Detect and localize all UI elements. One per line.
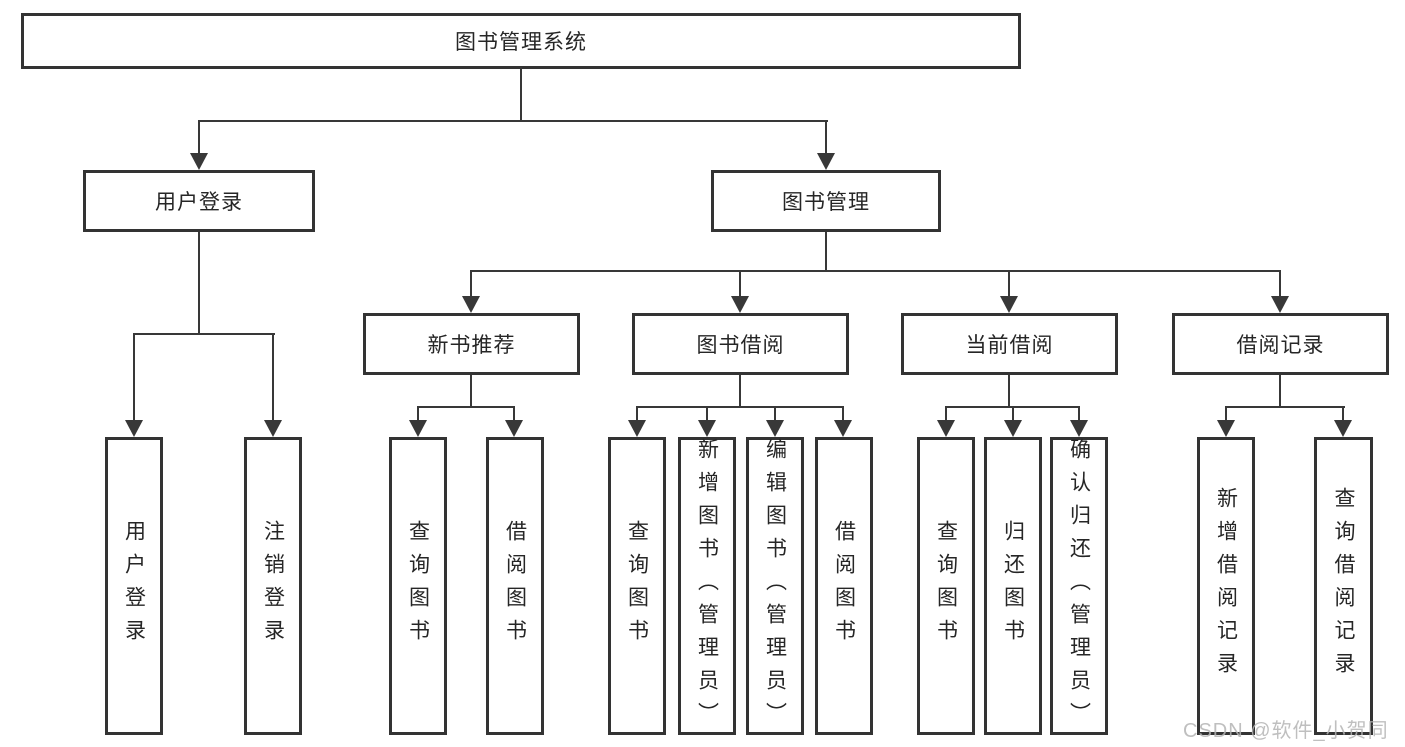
leaf-return-books: 归还图书	[984, 437, 1042, 735]
leaf-borrow-books-recommend: 借阅图书	[486, 437, 544, 735]
arrow-down	[1334, 420, 1352, 437]
node-label: 用户登录	[122, 520, 146, 652]
node-label: 借阅图书	[832, 520, 856, 652]
connector-vline	[198, 232, 200, 335]
arrow-down	[817, 153, 835, 170]
arrow-down	[628, 420, 646, 437]
connector-vline	[739, 270, 741, 298]
leaf-confirm-return-admin: 确认归还（管理员）	[1050, 437, 1108, 735]
connector-vline	[198, 120, 200, 155]
leaf-query-books-current: 查询图书	[917, 437, 975, 735]
arrow-down	[125, 420, 143, 437]
leaf-add-book-admin: 新增图书（管理员）	[678, 437, 736, 735]
node-label: 借阅记录	[1236, 334, 1325, 357]
arrow-down	[698, 420, 716, 437]
arrow-down	[505, 420, 523, 437]
node-label: 查询借阅记录	[1332, 487, 1355, 685]
node-label: 新增图书（管理员）	[695, 437, 719, 735]
node-user-login: 用户登录	[83, 170, 315, 232]
connector-vline	[272, 333, 274, 421]
connector-hline	[417, 406, 515, 408]
connector-vline	[825, 120, 827, 155]
node-book-management: 图书管理	[711, 170, 941, 232]
connector-vline	[1008, 375, 1010, 408]
connector-vline	[945, 406, 947, 422]
leaf-edit-book-admin: 编辑图书（管理员）	[746, 437, 804, 735]
leaf-logout: 注销登录	[244, 437, 302, 735]
node-label: 归还图书	[1001, 520, 1025, 652]
arrow-down	[1000, 296, 1018, 313]
connector-vline	[513, 406, 515, 422]
node-label: 查询图书	[406, 520, 430, 652]
connector-vline	[417, 406, 419, 422]
node-new-book-recommendation: 新书推荐	[363, 313, 580, 375]
connector-vline	[636, 406, 638, 422]
connector-hline	[636, 406, 844, 408]
node-book-borrowing: 图书借阅	[632, 313, 849, 375]
connector-vline	[520, 67, 522, 120]
arrow-down	[462, 296, 480, 313]
connector-vline	[133, 333, 135, 421]
connector-vline	[774, 406, 776, 422]
csdn-watermark: CSDN @软件_小贺同学	[1183, 720, 1389, 742]
arrow-down	[1217, 420, 1235, 437]
leaf-query-books-recommend: 查询图书	[389, 437, 447, 735]
connector-vline	[470, 375, 472, 408]
connector-vline	[842, 406, 844, 422]
arrow-down	[834, 420, 852, 437]
connector-vline	[470, 270, 472, 298]
node-library-management-system: 图书管理系统	[21, 13, 1021, 69]
node-label: 编辑图书（管理员）	[763, 437, 787, 735]
arrow-down	[190, 153, 208, 170]
node-label: 图书管理系统	[455, 31, 587, 54]
node-label: 用户登录	[155, 191, 243, 214]
connector-vline	[706, 406, 708, 422]
node-label: 注销登录	[261, 520, 285, 652]
arrow-down	[937, 420, 955, 437]
node-label: 确认归还（管理员）	[1067, 437, 1091, 735]
arrow-down	[731, 296, 749, 313]
connector-vline	[1225, 406, 1227, 422]
node-label: 查询图书	[625, 520, 649, 652]
connector-vline	[1279, 270, 1281, 298]
leaf-add-borrow-record: 新增借阅记录	[1197, 437, 1255, 735]
node-label: 查询图书	[934, 520, 958, 652]
node-current-borrowing: 当前借阅	[901, 313, 1118, 375]
connector-vline	[825, 232, 827, 272]
node-label: 当前借阅	[965, 334, 1054, 357]
node-label: 图书管理	[782, 191, 870, 214]
leaf-query-borrow-record: 查询借阅记录	[1314, 437, 1373, 735]
arrow-down	[409, 420, 427, 437]
arrow-down	[1070, 420, 1088, 437]
connector-vline	[739, 375, 741, 408]
arrow-down	[1271, 296, 1289, 313]
connector-vline	[1012, 406, 1014, 422]
arrow-down	[1004, 420, 1022, 437]
node-label: 图书借阅	[696, 334, 785, 357]
connector-vline	[1279, 375, 1281, 408]
node-label: 借阅图书	[503, 520, 527, 652]
connector-hline	[1225, 406, 1345, 408]
arrow-down	[264, 420, 282, 437]
connector-vline	[1342, 406, 1344, 422]
leaf-borrow-books-borrowing: 借阅图书	[815, 437, 873, 735]
leaf-user-login: 用户登录	[105, 437, 163, 735]
node-borrowing-records: 借阅记录	[1172, 313, 1389, 375]
connector-hline	[470, 270, 1281, 272]
connector-vline	[1078, 406, 1080, 422]
node-label: 新增借阅记录	[1214, 487, 1238, 685]
connector-hline	[198, 120, 828, 122]
leaf-query-books-borrowing: 查询图书	[608, 437, 666, 735]
arrow-down	[766, 420, 784, 437]
connector-vline	[1008, 270, 1010, 298]
node-label: 新书推荐	[427, 334, 516, 357]
connector-hline	[133, 333, 275, 335]
